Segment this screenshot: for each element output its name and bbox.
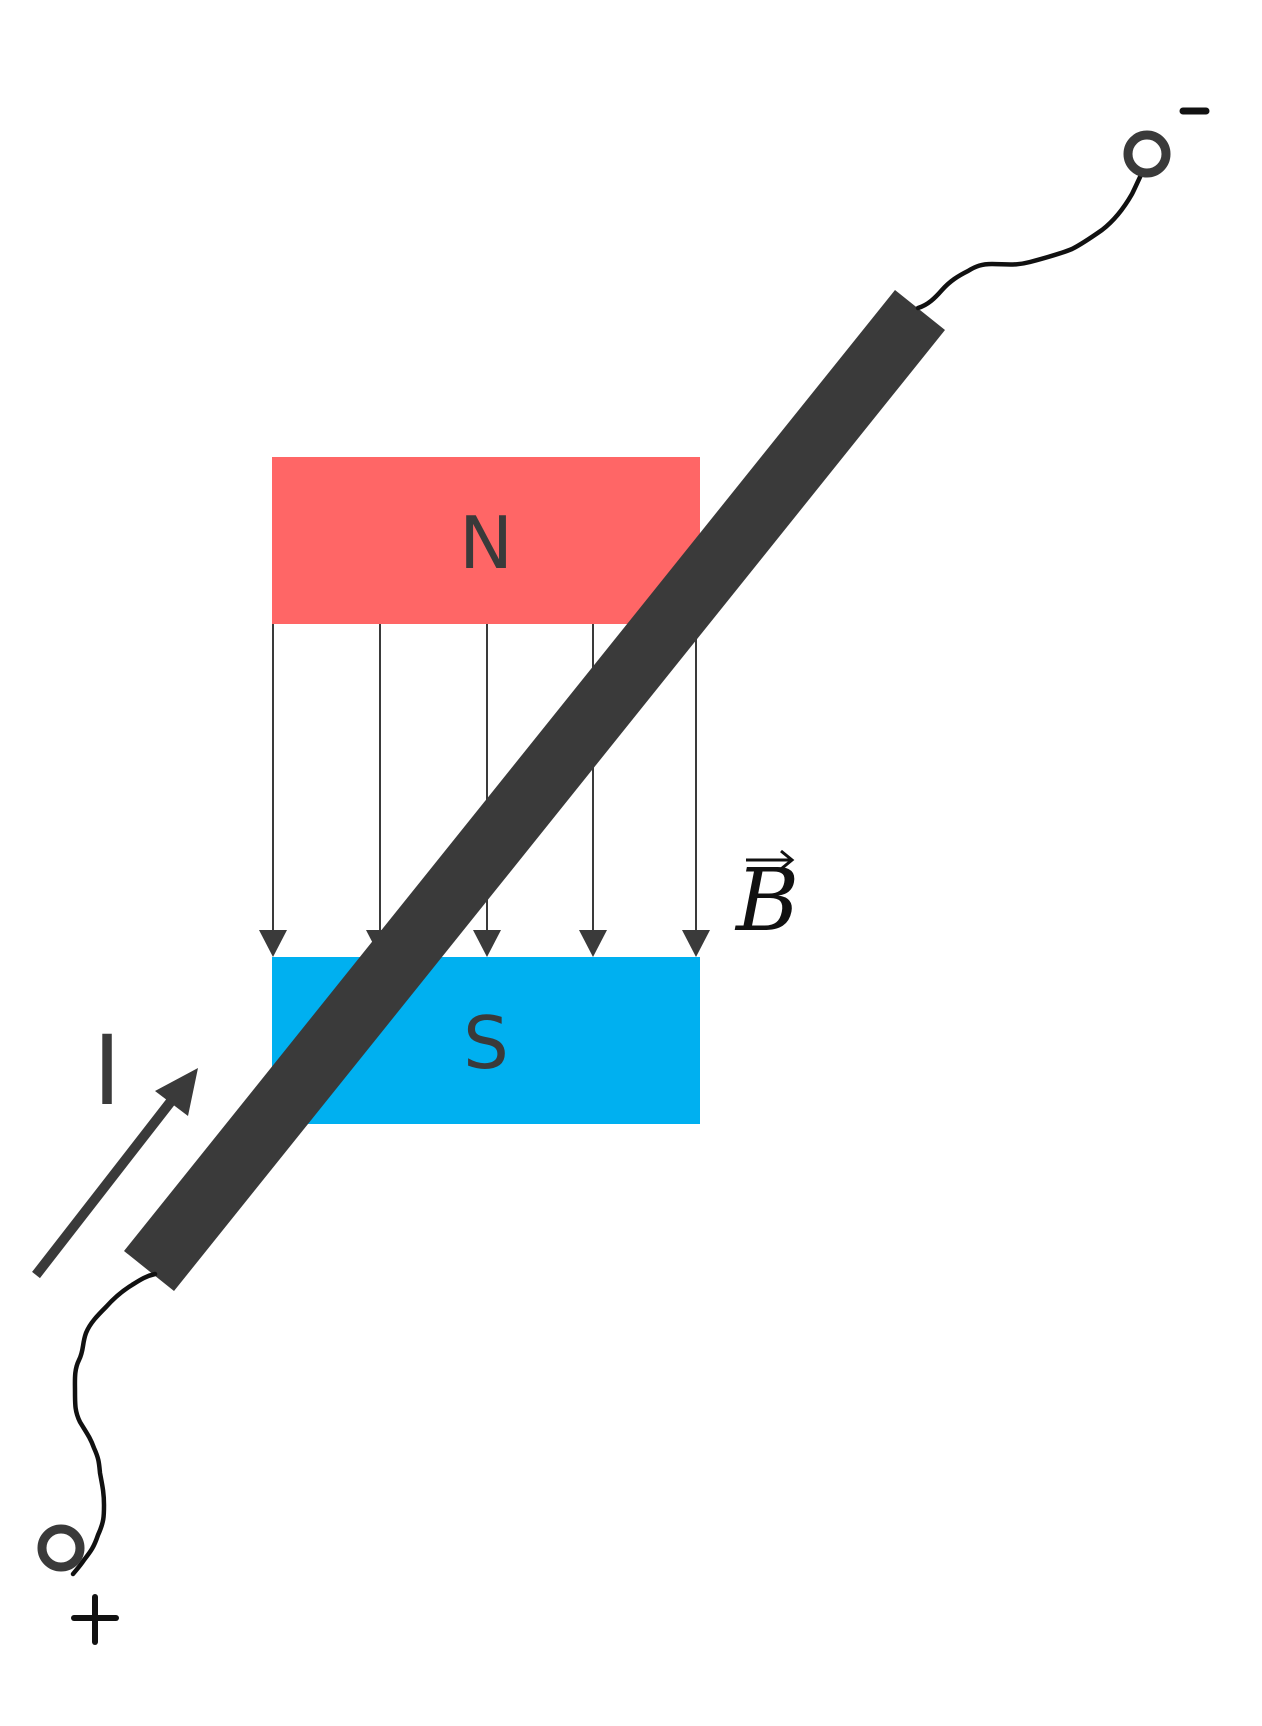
south-label: S — [463, 1001, 509, 1085]
field-vector-label: B — [734, 849, 799, 951]
negative-sign: - — [1179, 49, 1210, 139]
conductor-rod — [124, 290, 945, 1291]
magnetic-field-lines — [259, 624, 710, 957]
vector-arrowhead-icon — [780, 849, 795, 871]
positive-sign: + — [62, 1574, 127, 1664]
north-label: N — [459, 501, 513, 585]
field-line — [366, 624, 394, 957]
negative-lead-wire — [915, 160, 1150, 311]
current-direction-arrow-icon — [32, 1068, 198, 1279]
positive-lead-wire — [70, 1271, 158, 1577]
field-line — [259, 624, 287, 957]
north-pole — [272, 457, 700, 624]
field-label: B — [734, 851, 799, 951]
positive-terminal-icon — [37, 1524, 85, 1572]
current-label: I — [93, 1015, 121, 1127]
field-line — [682, 624, 710, 957]
svg-text:+: + — [62, 1574, 127, 1664]
svg-text:-: - — [1180, 49, 1208, 139]
negative-terminal-icon — [1123, 130, 1171, 178]
